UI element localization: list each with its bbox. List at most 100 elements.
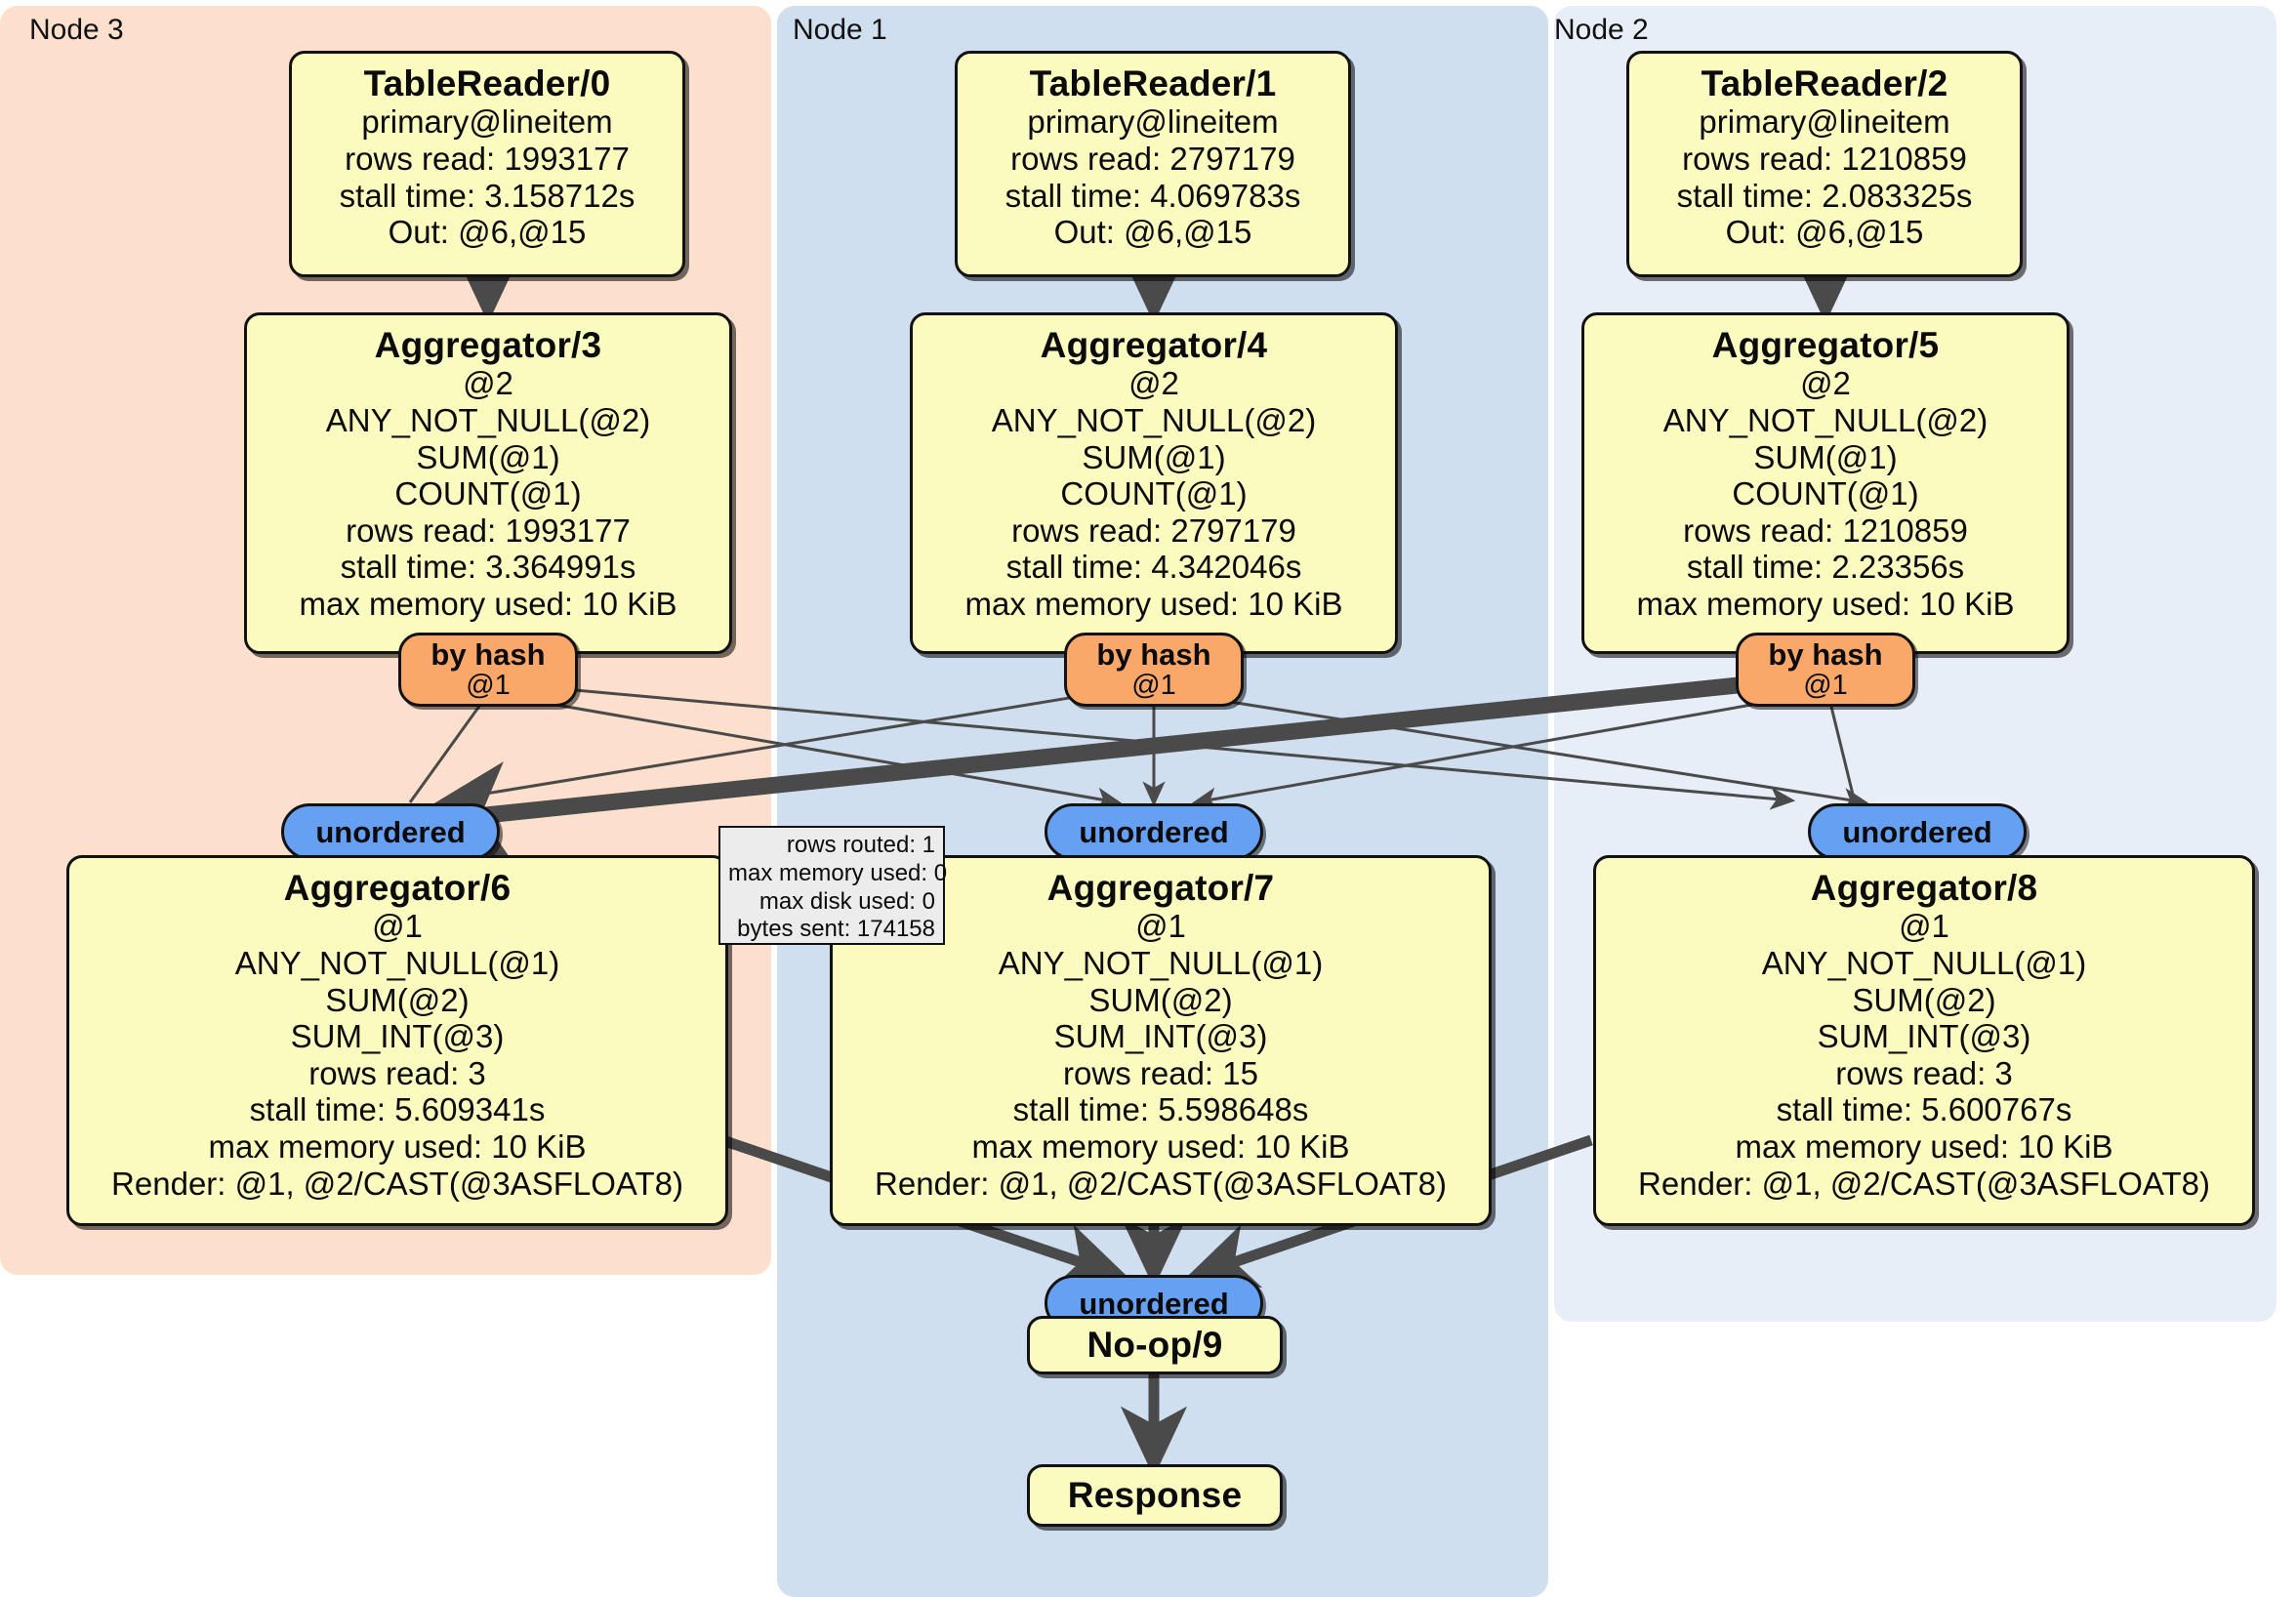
cluster-label-node2: Node 2 bbox=[1554, 14, 1649, 46]
op-title: Aggregator/6 bbox=[283, 868, 512, 908]
op-detail: SUM(@1) bbox=[1082, 438, 1226, 475]
stats-line: rows routed: 1 bbox=[786, 832, 935, 858]
op-aggregator-5[interactable]: Aggregator/5 @2 ANY_NOT_NULL(@2) SUM(@1)… bbox=[1581, 312, 2070, 654]
op-detail: ANY_NOT_NULL(@2) bbox=[1662, 402, 1988, 439]
op-detail: Out: @6,@15 bbox=[1725, 214, 1924, 251]
op-detail: max memory used: 10 KiB bbox=[208, 1128, 587, 1166]
op-detail: SUM(@2) bbox=[325, 981, 470, 1018]
op-table-reader-2[interactable]: TableReader/2 primary@lineitem rows read… bbox=[1626, 51, 2023, 277]
op-detail: primary@lineitem bbox=[361, 103, 613, 141]
input-label: unordered bbox=[1079, 1286, 1229, 1321]
op-detail: stall time: 5.609341s bbox=[249, 1091, 546, 1128]
op-title: Aggregator/5 bbox=[1711, 325, 1940, 365]
stats-line: bytes sent: 174158 bbox=[737, 916, 935, 943]
op-title: Aggregator/3 bbox=[374, 325, 602, 365]
router-label: by hash bbox=[1096, 636, 1211, 672]
op-detail: stall time: 3.158712s bbox=[339, 177, 636, 214]
op-detail: rows read: 3 bbox=[308, 1054, 486, 1091]
op-detail: rows read: 1993177 bbox=[346, 512, 631, 549]
op-title: TableReader/2 bbox=[1701, 63, 1948, 103]
op-detail: rows read: 1993177 bbox=[345, 141, 630, 178]
op-detail: Render: @1, @2/CAST(@3ASFLOAT8) bbox=[111, 1165, 683, 1202]
stats-line: max memory used: 0 bbox=[728, 859, 948, 886]
op-detail: ANY_NOT_NULL(@1) bbox=[998, 945, 1324, 982]
op-detail: Out: @6,@15 bbox=[388, 214, 587, 251]
router-by-hash-5[interactable]: by hash @1 bbox=[1736, 633, 1915, 707]
stats-line: max disk used: 0 bbox=[758, 887, 935, 915]
input-unordered-8[interactable]: unordered bbox=[1808, 803, 2027, 860]
op-detail: stall time: 3.364991s bbox=[340, 549, 636, 586]
op-detail: Render: @1, @2/CAST(@3ASFLOAT8) bbox=[1638, 1165, 2210, 1202]
op-detail: @2 bbox=[1128, 365, 1179, 402]
router-sublabel: @1 bbox=[1131, 670, 1176, 702]
op-detail: SUM(@2) bbox=[1852, 981, 1996, 1018]
op-table-reader-1[interactable]: TableReader/1 primary@lineitem rows read… bbox=[955, 51, 1351, 277]
op-aggregator-8[interactable]: Aggregator/8 @1 ANY_NOT_NULL(@1) SUM(@2)… bbox=[1593, 855, 2255, 1226]
op-detail: COUNT(@1) bbox=[1060, 475, 1248, 512]
op-title: TableReader/0 bbox=[363, 63, 611, 103]
op-detail: SUM(@1) bbox=[416, 438, 560, 475]
op-detail: rows read: 2797179 bbox=[1011, 512, 1296, 549]
op-aggregator-3[interactable]: Aggregator/3 @2 ANY_NOT_NULL(@2) SUM(@1)… bbox=[244, 312, 732, 654]
op-detail: ANY_NOT_NULL(@1) bbox=[234, 945, 560, 982]
op-detail: ANY_NOT_NULL(@1) bbox=[1761, 945, 2087, 982]
router-by-hash-3[interactable]: by hash @1 bbox=[398, 633, 578, 707]
op-detail: rows read: 15 bbox=[1063, 1054, 1258, 1091]
op-detail: stall time: 5.600767s bbox=[1776, 1091, 2072, 1128]
op-detail: rows read: 3 bbox=[1835, 1054, 2013, 1091]
op-detail: @1 bbox=[1135, 908, 1186, 945]
op-detail: COUNT(@1) bbox=[394, 475, 582, 512]
op-detail: @2 bbox=[463, 365, 513, 402]
input-label: unordered bbox=[315, 814, 466, 849]
op-detail: stall time: 5.598648s bbox=[1012, 1091, 1309, 1128]
op-detail: @1 bbox=[372, 908, 423, 945]
op-detail: primary@lineitem bbox=[1027, 103, 1279, 141]
op-detail: @1 bbox=[1899, 908, 1949, 945]
op-detail: COUNT(@1) bbox=[1732, 475, 1919, 512]
op-detail: SUM(@2) bbox=[1088, 981, 1233, 1018]
op-detail: SUM(@1) bbox=[1753, 438, 1898, 475]
stream-stats-tooltip: rows routed: 1 max memory used: 0 max di… bbox=[718, 826, 948, 945]
op-detail: max memory used: 10 KiB bbox=[1636, 586, 2015, 623]
op-title: Aggregator/4 bbox=[1040, 325, 1268, 365]
router-by-hash-4[interactable]: by hash @1 bbox=[1064, 633, 1244, 707]
input-label: unordered bbox=[1842, 814, 1992, 849]
router-label: by hash bbox=[1768, 636, 1883, 672]
op-detail: stall time: 2.23356s bbox=[1686, 549, 1965, 586]
input-label: unordered bbox=[1079, 814, 1229, 849]
op-detail: rows read: 1210859 bbox=[1683, 512, 1968, 549]
op-detail: SUM_INT(@3) bbox=[1053, 1018, 1268, 1055]
input-unordered-7[interactable]: unordered bbox=[1045, 803, 1263, 860]
op-response[interactable]: Response bbox=[1027, 1464, 1283, 1527]
op-aggregator-4[interactable]: Aggregator/4 @2 ANY_NOT_NULL(@2) SUM(@1)… bbox=[910, 312, 1398, 654]
input-unordered-6[interactable]: unordered bbox=[281, 803, 500, 860]
op-detail: rows read: 2797179 bbox=[1010, 141, 1295, 178]
cluster-label-node1: Node 1 bbox=[793, 14, 887, 46]
op-detail: stall time: 2.083325s bbox=[1676, 177, 1973, 214]
op-title: Response bbox=[1067, 1475, 1243, 1516]
op-title: Aggregator/8 bbox=[1810, 868, 2038, 908]
op-noop-9[interactable]: No-op/9 bbox=[1027, 1316, 1283, 1374]
op-title: TableReader/1 bbox=[1029, 63, 1277, 103]
op-detail: primary@lineitem bbox=[1699, 103, 1950, 141]
op-aggregator-6[interactable]: Aggregator/6 @1 ANY_NOT_NULL(@1) SUM(@2)… bbox=[66, 855, 728, 1226]
op-detail: Out: @6,@15 bbox=[1053, 214, 1252, 251]
op-detail: @2 bbox=[1800, 365, 1851, 402]
router-sublabel: @1 bbox=[1803, 670, 1848, 702]
op-detail: SUM_INT(@3) bbox=[1817, 1018, 2031, 1055]
op-detail: ANY_NOT_NULL(@2) bbox=[325, 402, 651, 439]
op-detail: max memory used: 10 KiB bbox=[1735, 1128, 2113, 1166]
op-detail: max memory used: 10 KiB bbox=[971, 1128, 1350, 1166]
op-detail: stall time: 4.069783s bbox=[1004, 177, 1301, 214]
op-detail: ANY_NOT_NULL(@2) bbox=[991, 402, 1317, 439]
op-detail: rows read: 1210859 bbox=[1682, 141, 1967, 178]
op-detail: SUM_INT(@3) bbox=[290, 1018, 505, 1055]
op-detail: max memory used: 10 KiB bbox=[964, 586, 1343, 623]
cluster-label-node3: Node 3 bbox=[29, 14, 124, 46]
op-detail: max memory used: 10 KiB bbox=[299, 586, 677, 623]
router-sublabel: @1 bbox=[466, 670, 511, 702]
op-title: No-op/9 bbox=[1086, 1325, 1223, 1366]
router-label: by hash bbox=[430, 636, 546, 672]
op-table-reader-0[interactable]: TableReader/0 primary@lineitem rows read… bbox=[289, 51, 685, 277]
